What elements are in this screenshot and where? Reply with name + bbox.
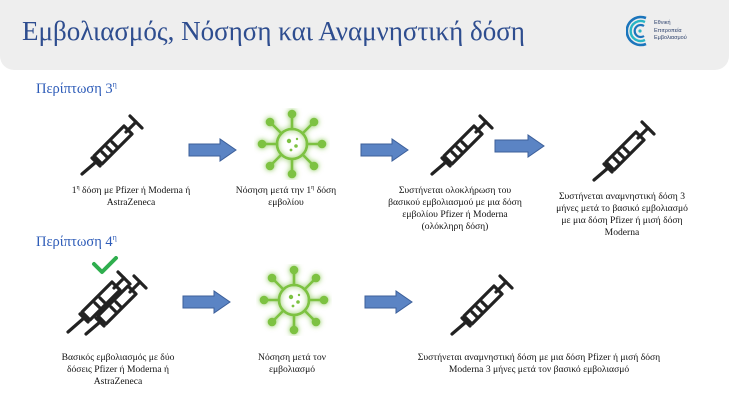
logo-rings-icon [626, 15, 647, 47]
syringe-icon [430, 114, 494, 176]
virus-icon [257, 109, 327, 179]
right-arrow-icon [360, 138, 409, 162]
logo-line-3: Εμβολιασμού [654, 35, 687, 42]
right-arrow-icon [182, 290, 231, 314]
case-3-step-2-sup: η [311, 184, 315, 191]
virus-icon [259, 265, 329, 335]
organization-logo: Εθνική Επιτροπεία Εμβολιασμού [626, 14, 722, 58]
case-4-step-3-caption: Συστήνεται αναμνηστική δόση με μια δόση … [417, 352, 661, 375]
logo-text: Εθνική Επιτροπεία Εμβολιασμού [654, 20, 687, 43]
case-3-step-1-post: δόση με Pfizer ή Moderna ή AstraZeneca [79, 185, 191, 208]
case-3-step-2-pre: Νόσηση μετά την 1 [235, 185, 312, 196]
right-arrow-icon [364, 290, 413, 314]
syringe-icon [80, 114, 144, 176]
case-3-step-3-caption: Συστήνεται ολοκλήρωση του βασικού εμβολι… [388, 185, 522, 232]
case-3-step-2-caption: Νόσηση μετά την 1η δόση εμβολίου [224, 185, 348, 209]
double-syringe-icon [66, 256, 148, 336]
case-3-step-2-post: δόση εμβολίου [268, 185, 337, 208]
case-4-step-2-caption: Νόσηση μετά τον εμβολιασμό [258, 352, 326, 375]
case-4-title: Περίπτωση 4η [36, 233, 117, 251]
case-4-step-1-caption: Βασικός εμβολιασμός με δύο δόσεις Pfizer… [61, 352, 175, 387]
syringe-icon [450, 274, 514, 336]
logo-line-2: Επιτροπεία [654, 27, 682, 34]
syringe-icon [592, 120, 656, 182]
right-arrow-icon [494, 134, 545, 158]
header-bar: Εμβολιασμός, Νόσηση και Αναμνηστική δόση… [0, 0, 729, 70]
case-3-step-1-sup: η [76, 184, 80, 191]
case-4-title-sup: η [112, 233, 117, 242]
right-arrow-icon [188, 138, 237, 162]
case-4-title-text: Περίπτωση 4 [36, 233, 113, 250]
case-3-step-4-caption: Συστήνεται αναμνηστική δόση 3 μήνες μετά… [556, 191, 688, 238]
case-3-title: Περίπτωση 3η [36, 80, 117, 98]
logo-line-1: Εθνική [654, 20, 671, 26]
case-3-title-text: Περίπτωση 3 [36, 80, 113, 97]
page-title: Εμβολιασμός, Νόσηση και Αναμνηστική δόση [22, 16, 525, 46]
case-3-step-1-pre: 1 [71, 185, 77, 196]
checkmark-icon [92, 256, 118, 274]
case-3-title-sup: η [112, 80, 117, 89]
case-3-step-1-caption: 1η δόση με Pfizer ή Moderna ή AstraZenec… [58, 185, 204, 209]
